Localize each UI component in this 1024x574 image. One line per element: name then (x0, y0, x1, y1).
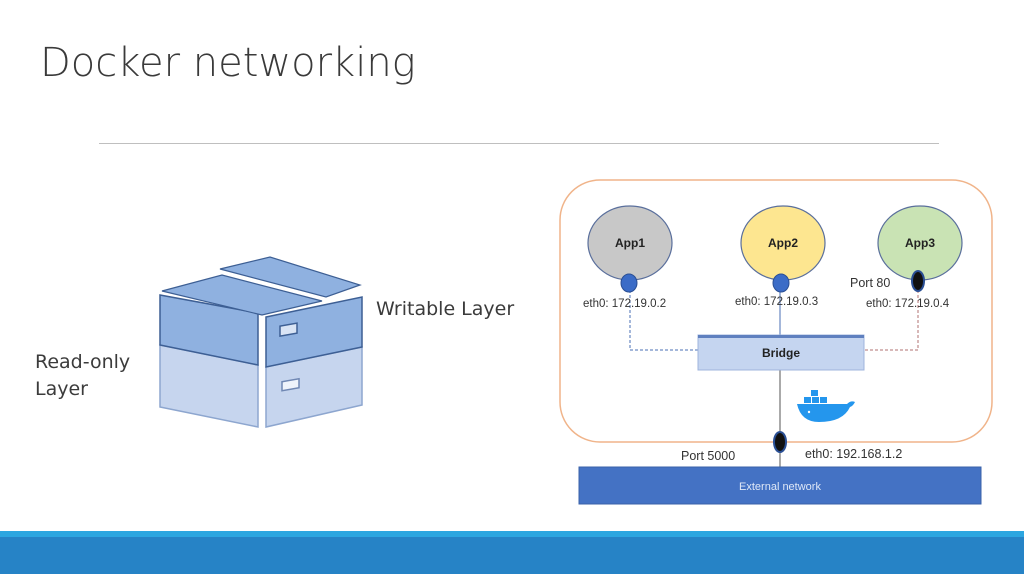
writable-layer-left-face (159, 294, 259, 366)
writable-drawer-handle (279, 322, 298, 337)
docker-network-diagram: App1 App2 App3 eth0: 172.19.0.2 eth0: 17… (559, 179, 993, 505)
app3-iface-label: eth0: 172.19.0.4 (866, 298, 950, 310)
app1-label: App1 (615, 236, 645, 250)
writable-layer-right-face (265, 296, 363, 368)
external-network-label: External network (739, 481, 821, 493)
footer-accent-strip (0, 531, 1024, 537)
host-port-icon (773, 431, 787, 453)
app2-iface-label: eth0: 172.19.0.3 (735, 296, 818, 308)
app3-bridge-link (864, 290, 919, 351)
readonly-layer-label-line2: Layer (35, 378, 88, 400)
writable-layer-label: Writable Layer (376, 298, 515, 320)
title-divider (99, 143, 939, 144)
app3-port-icon (911, 270, 925, 292)
app1-interface-icon (620, 273, 638, 293)
host-port-label: Port 5000 (681, 449, 735, 463)
app1-bridge-link (629, 290, 698, 351)
bridge-top-edge (698, 335, 864, 338)
slide-title: Docker networking (40, 40, 416, 86)
bridge-label: Bridge (762, 346, 800, 360)
docker-whale-icon (797, 390, 855, 422)
app3-port-label: Port 80 (850, 276, 890, 290)
app2-label: App2 (768, 236, 798, 250)
readonly-drawer-handle (281, 377, 300, 392)
bridge-node[interactable] (697, 334, 865, 371)
host-iface-label: eth0: 192.168.1.2 (805, 447, 902, 461)
app1-iface-label: eth0: 172.19.0.2 (583, 298, 666, 310)
layered-box-illustration (159, 256, 363, 428)
box-lid-left (161, 274, 323, 316)
footer-bar (0, 537, 1024, 574)
readonly-layer-label-line1: Read-only (35, 351, 131, 373)
app3-label: App3 (905, 236, 935, 250)
app2-interface-icon (772, 273, 790, 293)
external-network-bar[interactable] (578, 466, 982, 505)
box-lid-right (219, 256, 362, 298)
